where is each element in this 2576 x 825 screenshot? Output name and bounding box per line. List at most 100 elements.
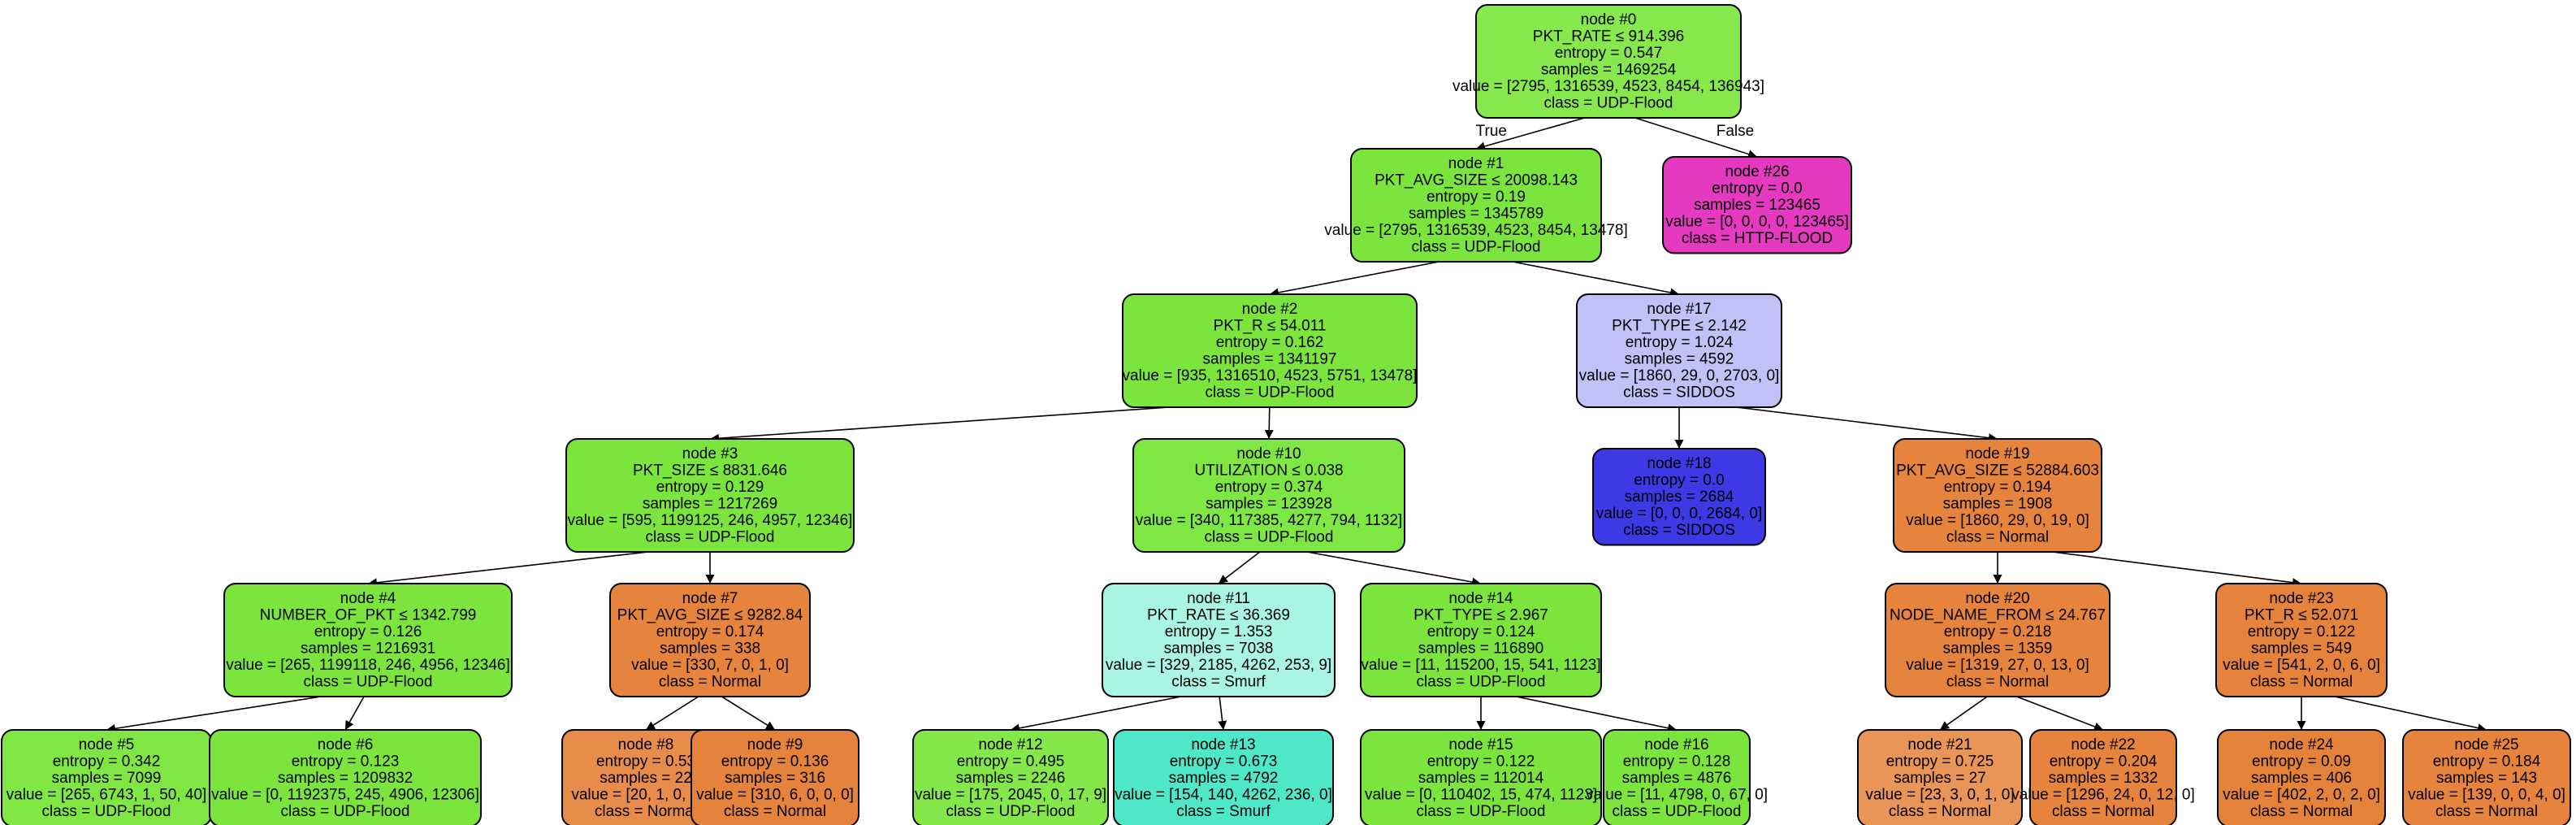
node-box [2217,729,2386,825]
node-line: value = [0, 0, 0, 0, 123465] [1665,214,1849,231]
node-line: entropy = 1.353 [1165,623,1273,640]
node-line: PKT_AVG_SIZE ≤ 9282.84 [617,607,803,624]
node-line: class = Normal [2052,803,2154,820]
node-line: class = Normal [2250,803,2353,820]
node-line: samples = 1469254 [1541,62,1677,79]
node-line: entropy = 0.194 [1944,479,2052,496]
node-line: PKT_AVG_SIZE ≤ 20098.143 [1375,172,1578,189]
edge-4-5 [106,696,322,733]
node-line: class = Normal [1946,529,2049,546]
node-line: samples = 116890 [1418,640,1543,658]
edge-7-8 [645,696,699,731]
edge-3-4 [367,551,649,588]
node-line: node #6 [318,736,374,753]
node-line: samples = 316 [725,770,825,787]
node-line: value = [20, 1, 0, 1, 0] [571,787,720,804]
node-line: entropy = 0.122 [2248,623,2356,640]
node-line: value = [541, 2, 0, 6, 0] [2223,657,2380,674]
edge-17-19 [1736,406,1998,443]
node-line: class = UDP-Flood [42,803,171,820]
node-line: samples = 2246 [956,770,1066,787]
node-line: entropy = 0.725 [1886,753,1994,771]
node-line: value = [0, 1192375, 245, 4906, 12306] [211,787,479,804]
node-line: samples = 406 [2251,770,2352,787]
edge-10-11 [1218,551,1261,584]
node-line: samples = 7099 [52,770,162,787]
node-line: samples = 1359 [1943,640,2053,658]
node-line: value = [23, 3, 0, 1, 0] [1865,787,2014,804]
node-box [691,729,859,825]
node-line: entropy = 0.126 [314,623,422,640]
node-line: node #7 [682,590,738,607]
node-line: samples = 22 [600,770,692,787]
edge-0-1 [1475,117,1585,151]
edge-11-13 [1218,696,1227,731]
node-line: entropy = 0.495 [957,753,1065,771]
node-line: value = [935, 1316510, 4523, 5751, 13478… [1123,367,1418,384]
node-line: class = UDP-Flood [1613,803,1742,820]
node-box [1122,293,1418,408]
edge-19-23 [2052,551,2302,588]
node-line: samples = 1332 [2049,770,2158,787]
node-line: PKT_R ≤ 52.071 [2245,607,2358,624]
node-line: PKT_RATE ≤ 914.396 [1533,28,1684,46]
node-box [1475,4,1742,119]
node-line: PKT_AVG_SIZE ≤ 52884.603 [1896,462,2099,480]
node-line: node #18 [1647,455,1711,472]
node-line: class = Normal [1889,803,1991,820]
node-line: value = [1860, 29, 0, 2703, 0] [1579,367,1780,384]
node-line: class = UDP-Flood [1206,384,1335,402]
node-box [912,729,1109,825]
node-line: PKT_RATE ≤ 36.369 [1147,607,1290,624]
node-line: samples = 549 [2251,640,2352,658]
node-line: class = UDP-Flood [1205,529,1334,546]
node-line: samples = 4592 [1625,351,1734,368]
node-line: entropy = 1.024 [1626,334,1734,351]
node-line: entropy = 0.136 [721,753,829,771]
node-line: PKT_R ≤ 54.011 [1214,318,1327,335]
node-line: node #12 [978,736,1042,753]
edge-2-10 [1264,406,1274,440]
node-line: samples = 4876 [1622,770,1732,787]
edge-14-16 [1516,696,1678,733]
node-line: node #15 [1448,736,1513,753]
node-line: node #22 [2071,736,2135,753]
edge-23-25 [2334,696,2487,733]
node-line: value = [154, 140, 4262, 236, 0] [1115,787,1332,804]
node-box [2402,729,2571,825]
node-line: entropy = 0.184 [2433,753,2541,771]
node-box [1102,583,1336,697]
node-line: PKT_SIZE ≤ 8831.646 [633,462,787,480]
edge-0-26 [1634,117,1758,158]
node-line: entropy = 0.673 [1170,753,1278,771]
node-line: value = [402, 2, 0, 2, 0] [2223,787,2380,804]
node-line: value = [0, 110402, 15, 474, 1123] [1365,787,1597,804]
node-line: NODE_NAME_FROM ≤ 24.767 [1890,607,2106,624]
node-line: node #9 [747,736,803,753]
node-line: class = UDP-Flood [646,529,775,546]
node-line: class = Normal [2435,803,2538,820]
node-line: entropy = 0.342 [53,753,161,771]
node-box [565,438,855,553]
node-line: class = SIDDOS [1623,384,1735,402]
node-line: samples = 1217269 [643,496,777,513]
node-line: value = [1860, 29, 0, 19, 0] [1906,512,2089,529]
